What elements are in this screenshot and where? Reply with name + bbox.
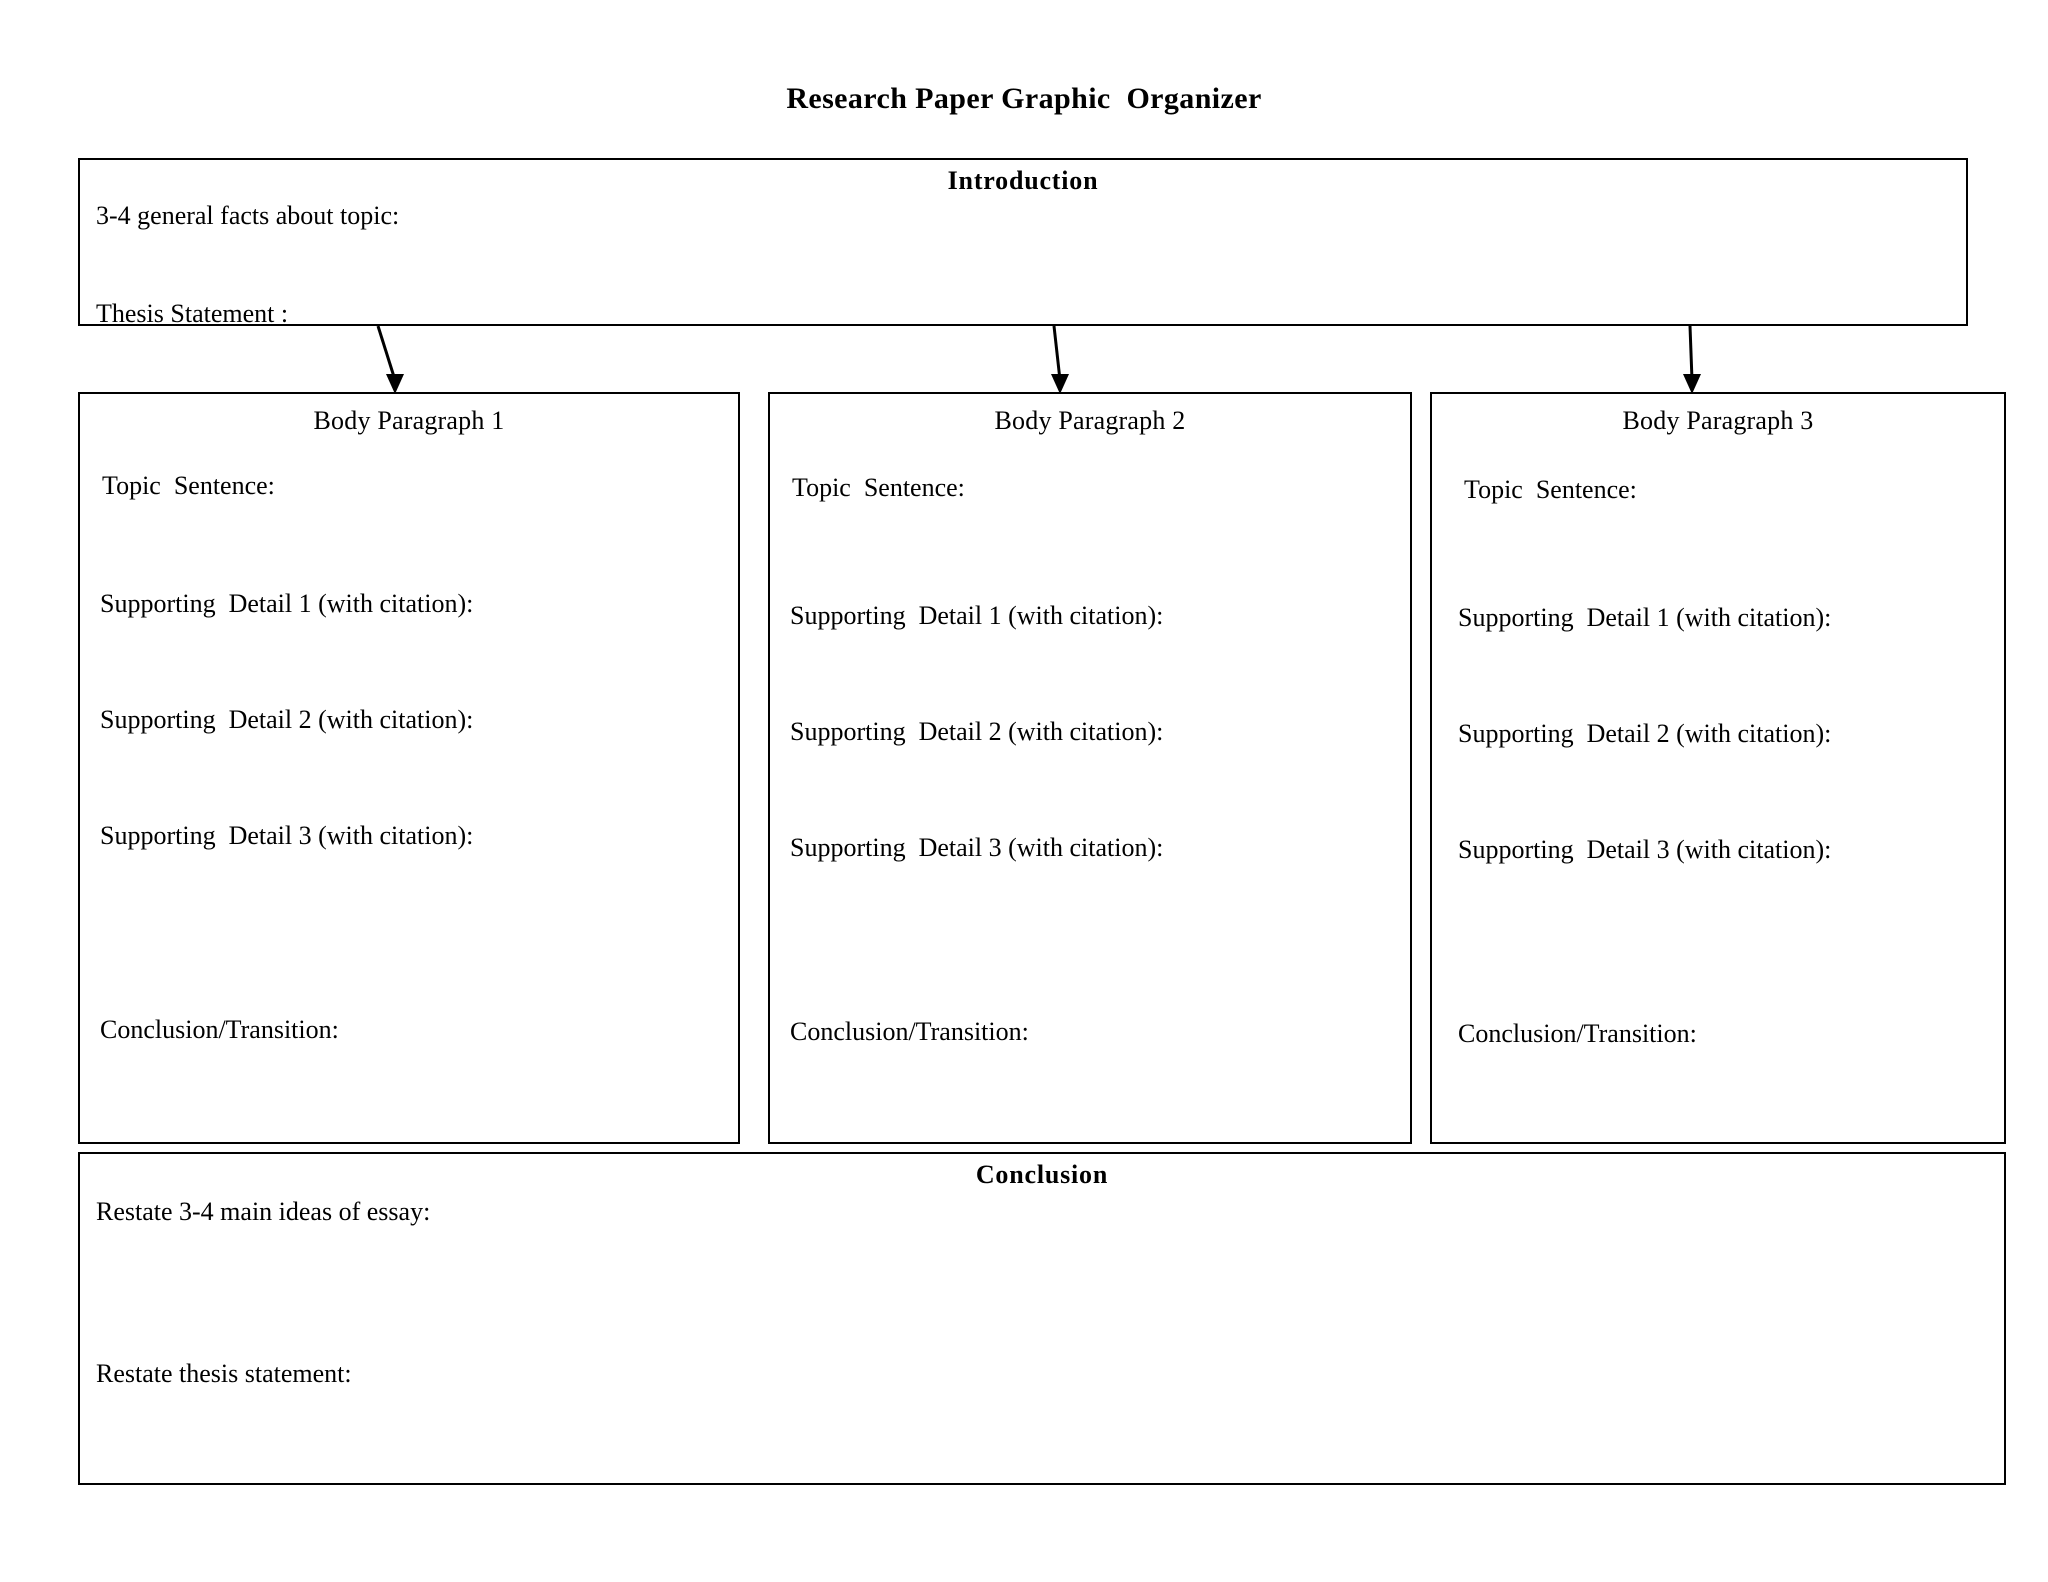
body-paragraph-3-supporting-detail-2-label: Supporting Detail 2 (with citation): (1458, 719, 1832, 748)
body-paragraph-1-conclusion-transition-label: Conclusion/Transition: (100, 1015, 339, 1044)
introduction-thesis-statement-label: Thesis Statement : (96, 299, 289, 328)
conclusion-restate-main-ideas-label: Restate 3-4 main ideas of essay: (96, 1197, 431, 1226)
body-paragraph-1-box[interactable]: Body Paragraph 1 Topic Sentence: Support… (78, 392, 740, 1144)
arrow-intro-to-body-3 (1683, 325, 1701, 394)
body-paragraph-2-topic-sentence-label: Topic Sentence: (792, 473, 965, 502)
body-paragraph-2-heading: Body Paragraph 2 (994, 406, 1186, 435)
body-paragraph-1-supporting-detail-2-label: Supporting Detail 2 (with citation): (100, 705, 474, 734)
body-paragraph-3-heading: Body Paragraph 3 (1622, 406, 1814, 435)
body-paragraph-3-supporting-detail-1-label: Supporting Detail 1 (with citation): (1458, 603, 1832, 632)
arrow-intro-to-body-2 (1051, 325, 1069, 394)
body-paragraph-3-supporting-detail-3-label: Supporting Detail 3 (with citation): (1458, 835, 1832, 864)
body-paragraph-3-conclusion-transition-label: Conclusion/Transition: (1458, 1019, 1697, 1048)
body-paragraph-2-supporting-detail-1-label: Supporting Detail 1 (with citation): (790, 601, 1164, 630)
body-paragraph-1-heading: Body Paragraph 1 (313, 406, 505, 435)
conclusion-restate-thesis-label: Restate thesis statement: (96, 1359, 352, 1388)
body-paragraph-3-box[interactable]: Body Paragraph 3 Topic Sentence: Support… (1430, 392, 2006, 1144)
introduction-general-facts-label: 3-4 general facts about topic: (96, 201, 400, 230)
introduction-heading: Introduction (947, 166, 1099, 195)
body-paragraph-2-supporting-detail-2-label: Supporting Detail 2 (with citation): (790, 717, 1164, 746)
body-paragraph-2-supporting-detail-3-label: Supporting Detail 3 (with citation): (790, 833, 1164, 862)
body-paragraph-1-topic-sentence-label: Topic Sentence: (102, 471, 275, 500)
body-paragraph-2-box[interactable]: Body Paragraph 2 Topic Sentence: Support… (768, 392, 1412, 1144)
body-paragraph-3-topic-sentence-label: Topic Sentence: (1464, 475, 1637, 504)
body-paragraph-1-supporting-detail-1-label: Supporting Detail 1 (with citation): (100, 589, 474, 618)
conclusion-box[interactable]: Conclusion Restate 3-4 main ideas of ess… (78, 1152, 2006, 1485)
conclusion-heading: Conclusion (975, 1160, 1109, 1189)
page-title: Research Paper Graphic Organizer (786, 82, 1262, 115)
body-paragraph-1-supporting-detail-3-label: Supporting Detail 3 (with citation): (100, 821, 474, 850)
body-paragraph-2-conclusion-transition-label: Conclusion/Transition: (790, 1017, 1029, 1046)
arrow-intro-to-body-1 (376, 325, 404, 394)
introduction-box[interactable]: Introduction 3-4 general facts about top… (78, 158, 1968, 328)
